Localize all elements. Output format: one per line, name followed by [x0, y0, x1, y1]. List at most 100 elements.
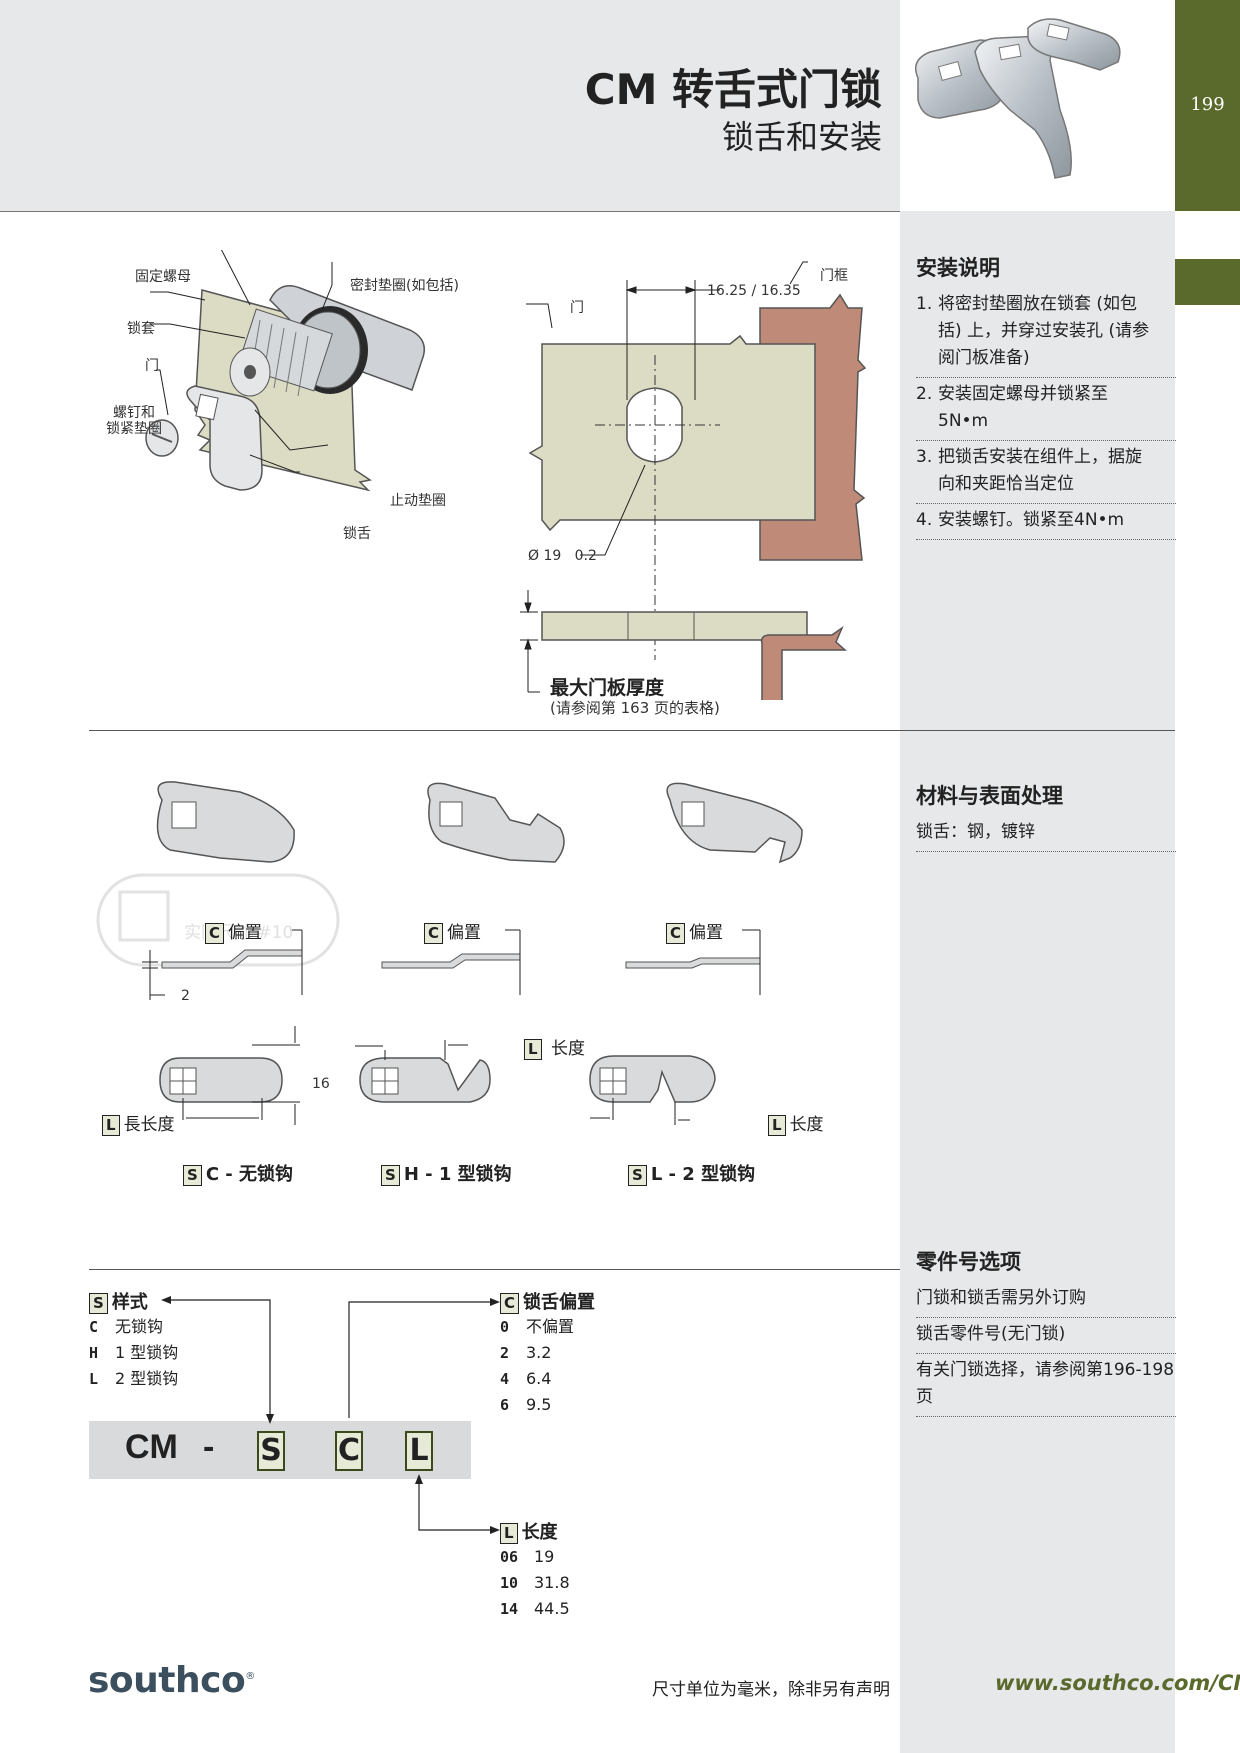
cam-l-top	[589, 1055, 716, 1103]
pn-box-c: C	[335, 1431, 363, 1471]
label-nut: 固定螺母	[135, 269, 191, 285]
page-number: 199	[1190, 94, 1225, 115]
label-cam: 锁舌	[343, 526, 371, 542]
install-step: 4.安装螺钉。锁紧至4N•m	[916, 504, 1176, 540]
pn-box-l: L	[405, 1431, 433, 1471]
install-title: 安装说明	[916, 256, 1000, 280]
cutout-dim-diameter: Ø 19 0.2	[528, 548, 597, 564]
section-divider-2	[89, 1269, 900, 1270]
section-divider	[89, 730, 1175, 731]
hole-in-edge	[627, 611, 695, 641]
panel-cutout-diagram	[520, 261, 867, 700]
label-seal: 密封垫圈(如包括)	[350, 278, 459, 294]
cam-h-perspective	[427, 782, 565, 863]
install-exploded-diagram	[145, 250, 425, 492]
cutout-label-door: 门	[570, 300, 584, 316]
accent-tab	[1175, 259, 1240, 305]
screw-slot	[151, 433, 173, 443]
install-steps: 1.将密封垫圈放在锁套 (如包括) 上，并穿过安装孔 (请参阅门板准备) 2.安…	[916, 288, 1176, 540]
cam-square-hole	[195, 393, 219, 421]
cam-photo-2	[974, 35, 1072, 179]
page-title: CM 转舌式门锁	[584, 65, 882, 114]
cam-part-shape	[186, 385, 263, 491]
cam-l-perspective	[666, 782, 803, 864]
hero-image	[900, 0, 1175, 211]
part-option-item: 有关门锁选择，请参阅第196-198页	[916, 1354, 1176, 1417]
pn-dash: -	[203, 1428, 215, 1466]
header-band	[0, 0, 900, 212]
footer-note: 尺寸单位为毫米，除非另有声明	[652, 1680, 890, 1700]
material-list: 锁舌：钢，镀锌	[916, 816, 1176, 852]
cutout-label-frame: 门框	[820, 268, 848, 284]
label-stop-washer: 止动垫圈	[390, 493, 446, 509]
part-options-list: 门锁和锁舌需另外订购 锁舌零件号(无门锁) 有关门锁选择，请参阅第196-198…	[916, 1282, 1176, 1417]
offset-dims	[142, 929, 761, 1000]
cam-h-top	[359, 1057, 491, 1103]
install-step: 1.将密封垫圈放在锁套 (如包括) 上，并穿过安装孔 (请参阅门板准备)	[916, 288, 1176, 378]
material-section: 材料与表面处理 锁舌：钢，镀锌	[916, 780, 1176, 852]
sidebar	[900, 211, 1175, 1753]
southco-logo: southco®	[88, 1660, 255, 1701]
part-option-item: 锁舌零件号(无门锁)	[916, 1318, 1176, 1354]
cam-product-photo	[915, 18, 1121, 179]
label-door: 门	[145, 358, 159, 374]
label-sleeve: 锁套	[127, 321, 155, 337]
cam-c-top	[159, 1057, 283, 1103]
install-step: 2.安装固定螺母并锁紧至5N•m	[916, 378, 1176, 441]
part-number-arrows	[161, 1296, 500, 1534]
watermark-square	[118, 890, 170, 942]
label-screw: 螺钉和 锁紧垫圈	[106, 405, 162, 437]
leader-lines	[150, 250, 333, 473]
cutout-dim-offset: 16.25 / 16.35	[707, 283, 801, 299]
material-title: 材料与表面处理	[916, 784, 1063, 808]
part-option-item: 门锁和锁舌需另外订购	[916, 1282, 1176, 1318]
max-thickness-title: 最大门板厚度	[550, 677, 665, 699]
sleeve-hole	[244, 365, 256, 379]
part-options-title: 零件号选项	[916, 1250, 1021, 1274]
max-thickness-note: (请参阅第 163 页的表格)	[550, 699, 720, 717]
cam-types-diagram	[96, 781, 803, 1125]
center-lines	[595, 355, 720, 660]
dim-16: 16	[312, 1076, 330, 1092]
material-item: 锁舌：钢，镀锌	[916, 816, 1176, 852]
install-section: 安装说明 1.将密封垫圈放在锁套 (如包括) 上，并穿过安装孔 (请参阅门板准备…	[916, 252, 1176, 540]
cam-c-perspective	[156, 781, 295, 863]
dim-2: 2	[181, 988, 190, 1004]
footer-url-link[interactable]: www.southco.com/CM	[995, 1671, 1240, 1695]
cam-photo-3	[1027, 18, 1121, 71]
length-label-h: L 长度	[524, 1034, 585, 1060]
install-step: 3.把锁舌安装在组件上，据旋向和夹距恰当定位	[916, 441, 1176, 504]
thickness-dim	[520, 590, 540, 693]
part-number-bar: CM - S C L	[89, 1421, 471, 1479]
page-subtitle: 锁舌和安装	[721, 118, 882, 156]
frame-edge-shape	[760, 625, 847, 700]
accent-band	[1175, 0, 1240, 211]
part-options-section: 零件号选项 门锁和锁舌需另外订购 锁舌零件号(无门锁) 有关门锁选择，请参阅第1…	[916, 1246, 1176, 1417]
dimension-lines	[526, 261, 808, 556]
pn-box-s: S	[257, 1431, 285, 1471]
pn-prefix: CM	[125, 1428, 178, 1466]
